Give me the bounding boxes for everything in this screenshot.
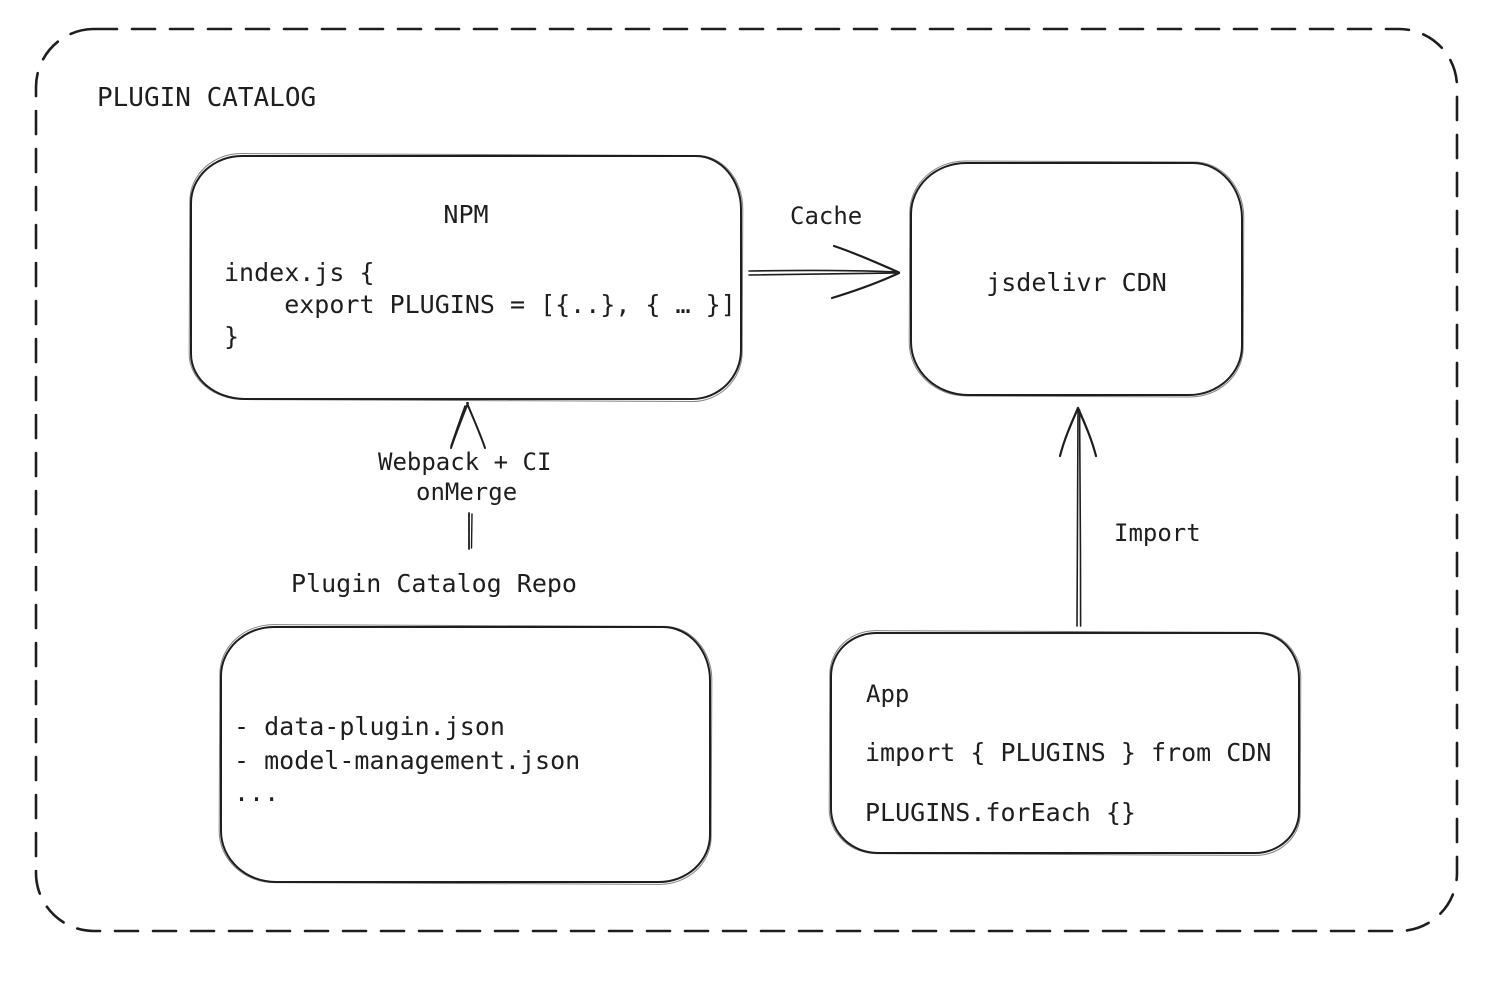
app-node: App import { PLUGINS } from CDN PLUGINS.… — [830, 632, 1300, 854]
repo-node: - data-plugin.json - model-management.js… — [220, 626, 711, 883]
app-code-line: PLUGINS.forEach {} — [865, 798, 1136, 827]
npm-code-line: } — [224, 322, 240, 351]
build-arrow-label: onMerge — [416, 478, 518, 506]
build-arrow-stub — [468, 512, 473, 550]
repo-file-line: - data-plugin.json — [234, 712, 505, 741]
npm-node: NPM index.js { export PLUGINS = [{..}, {… — [190, 155, 742, 400]
cache-arrow — [748, 244, 901, 300]
npm-node-title: NPM — [443, 200, 489, 229]
app-code-line: import { PLUGINS } from CDN — [865, 738, 1272, 767]
build-arrow-label: Webpack + CI — [378, 448, 552, 476]
import-arrow-label: Import — [1114, 519, 1201, 547]
cdn-node-label: jsdelivr CDN — [986, 268, 1167, 297]
npm-code-line: index.js { — [224, 258, 375, 287]
import-arrow — [1058, 406, 1098, 627]
cdn-node: jsdelivr CDN — [910, 162, 1243, 396]
npm-code-line: export PLUGINS = [{..}, { … }] — [224, 290, 736, 319]
diagram-title: PLUGIN CATALOG — [97, 83, 317, 113]
build-arrow-head — [450, 402, 486, 449]
cache-arrow-label: Cache — [790, 202, 863, 230]
repo-file-line: - model-management.json — [234, 746, 581, 775]
repo-heading: Plugin Catalog Repo — [291, 569, 577, 598]
repo-file-line: ... — [234, 778, 280, 807]
app-node-title: App — [866, 680, 910, 708]
